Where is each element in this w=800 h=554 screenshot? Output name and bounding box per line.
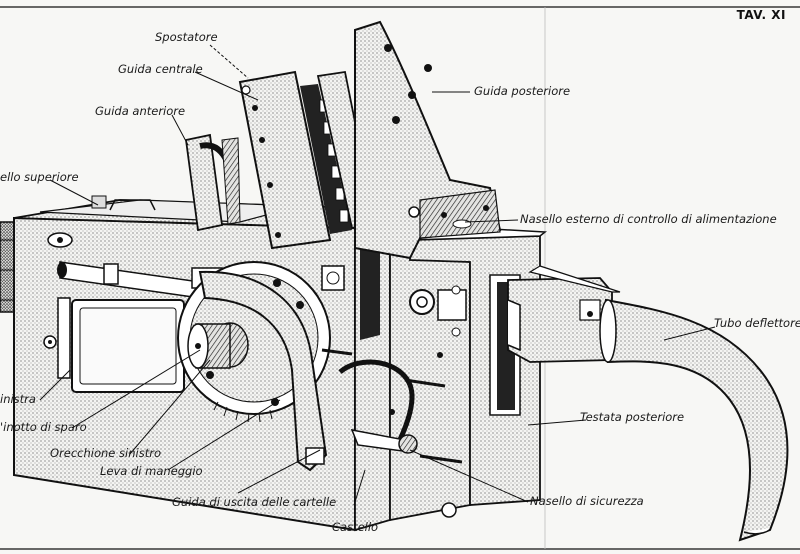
deflector-bracket [507,265,621,363]
label-tubo-deflettore: Tubo deflettore [714,316,800,330]
label-sinistra: inistra [0,392,36,406]
exit-guide [321,239,391,532]
label-nasello-sicurezza: Nasello di sicurezza [530,494,644,508]
label-nasello-esterno: Nasello esterno di controllo di alimenta… [520,212,777,226]
front-guide [184,133,241,232]
label-testata-posteriore: Testata posteriore [580,410,685,424]
side-window [57,297,185,393]
label-coperchio-superiore: ello superiore [0,170,79,184]
deflector-tube [599,298,789,542]
label-castello: Castello [332,520,379,534]
charging-lever [198,270,328,472]
leader-lines [39,44,716,506]
label-grilletto-sparo: 'inotto di sparo [0,420,87,434]
plate-number: TAV. XI [736,8,786,22]
rear-guide [354,20,502,260]
label-guida-centrale: Guida centrale [118,62,203,76]
label-orecchione-sinistro: Orecchione sinistro [50,446,161,460]
label-leva-maneggio: Leva di maneggio [100,464,203,478]
label-spostatore: Spostatore [155,30,218,44]
label-guida-posteriore: Guida posteriore [474,84,571,98]
label-guida-anteriore: Guida anteriore [95,104,186,118]
label-guida-uscita-cartelle: Guida di uscita delle cartelle [172,495,337,509]
